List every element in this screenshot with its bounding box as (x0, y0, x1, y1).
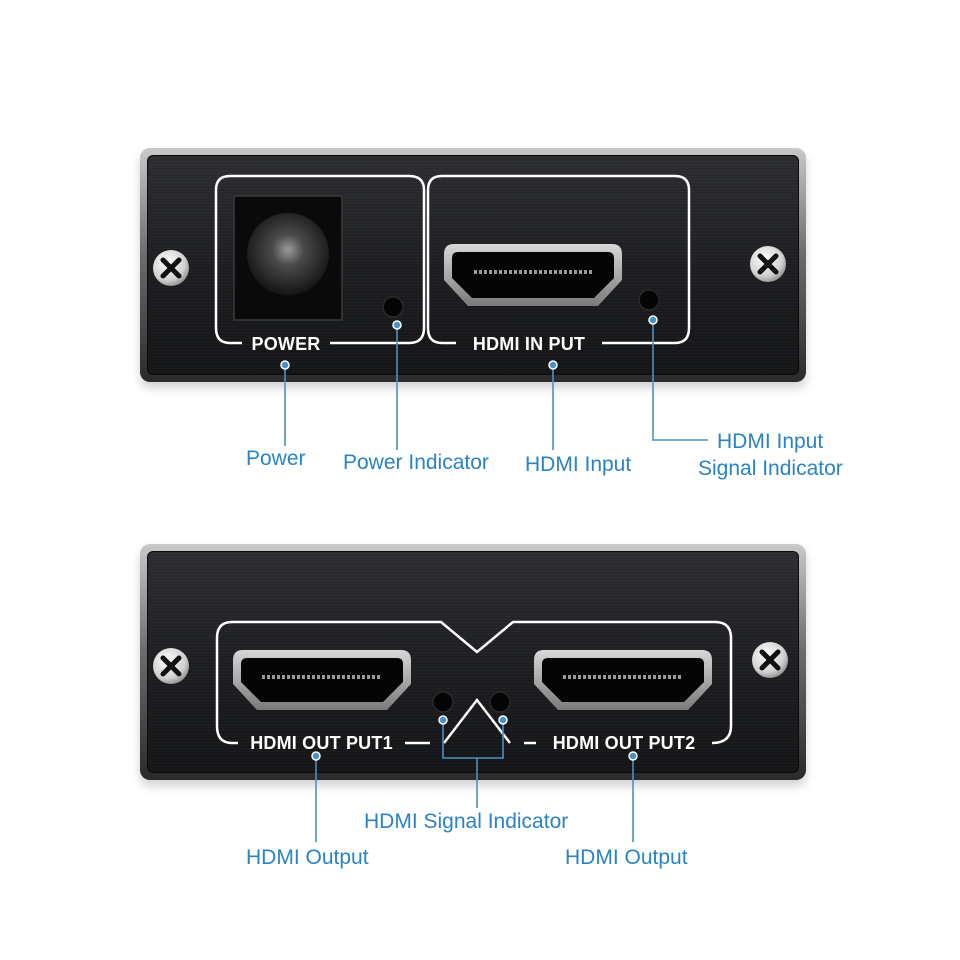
hdmi-input-port (444, 244, 622, 306)
callout-hdmi-output-1: HDMI Output (246, 846, 369, 869)
screw-icon (750, 246, 786, 282)
hdmi-input-port-label: HDMI IN PUT (472, 334, 586, 354)
screw-icon (153, 250, 189, 286)
callout-dots (280, 315, 658, 761)
hdmi-output1-signal-led (432, 691, 454, 713)
hdmi-output-port-1 (233, 650, 411, 710)
callout-hdmi-input-signal-line1: HDMI Input (717, 430, 824, 453)
callout-power: Power (246, 447, 306, 470)
callout-hdmi-signal-indicator: HDMI Signal Indicator (364, 810, 569, 833)
hdmi-input-signal-led (638, 289, 660, 311)
hdmi-output2-port-label: HDMI OUT PUT2 (552, 733, 696, 753)
screw-icon (153, 648, 189, 684)
callout-hdmi-output-2: HDMI Output (565, 846, 688, 869)
callout-hdmi-input-signal-line2: Signal Indicator (698, 457, 843, 480)
power-port-label: POWER (251, 334, 321, 354)
hdmi-input-section-outline (426, 174, 691, 345)
hdmi-output-section-outline (215, 620, 733, 745)
power-jack (233, 195, 343, 321)
hdmi-output-port-2 (534, 650, 712, 710)
callout-power-indicator: Power Indicator (343, 451, 489, 474)
screw-icon (752, 642, 788, 678)
hdmi-output2-signal-led (489, 691, 511, 713)
signal-indicator-v-outline (443, 697, 511, 744)
power-section-outline (214, 174, 426, 345)
hdmi-output1-port-label: HDMI OUT PUT1 (250, 733, 393, 753)
power-indicator-led (382, 296, 404, 318)
callout-hdmi-input: HDMI Input (525, 453, 632, 476)
callout-lines (284, 320, 708, 842)
